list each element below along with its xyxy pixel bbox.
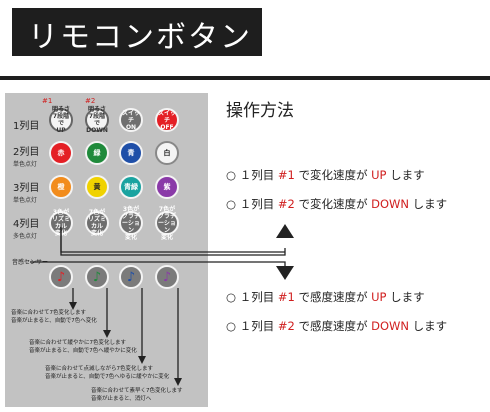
divider <box>0 76 490 80</box>
music-note-icon: ♪ <box>56 269 66 285</box>
arrow-down-icon <box>276 266 294 280</box>
sensor-note-1: 音楽に合わせて7色変化します音楽が止まると、自動で7色へ変化 <box>11 310 97 324</box>
instruction-4: ○ １列目 #2 で感度速度が DOWN します <box>226 319 448 333</box>
seven-color-rhythm-button[interactable]: 7色がリズミカル変化 <box>85 209 109 237</box>
page-title: リモコンボタン <box>28 20 252 55</box>
color-orange-button[interactable]: 橙 <box>49 175 73 199</box>
sensor-note-4: 音楽に合わせて素早く7色変化します音楽が止まると、消灯へ <box>91 388 183 402</box>
sound-sensor-mode-3-button[interactable]: ♪ <box>119 265 143 289</box>
sensor-note-2: 音楽に合わせて緩やかに7色変化します音楽が止まると、自動で7色へ緩やかに変化 <box>29 340 137 354</box>
row-label-4: 4列目多色点灯 <box>13 219 40 240</box>
sound-sensor-mode-2-button[interactable]: ♪ <box>85 265 109 289</box>
color-blue-button[interactable]: 青 <box>119 141 143 165</box>
row-label-3: 3列目単色点灯 <box>13 183 40 204</box>
instruction-2: ○ １列目 #2 で変化速度が DOWN します <box>226 197 448 211</box>
brightness-connector-line <box>60 227 286 256</box>
arrow-down-icon <box>103 330 111 338</box>
color-teal-button[interactable]: 青緑 <box>119 175 143 199</box>
instruction-3: ○ １列目 #1 で感度速度が UP します <box>226 290 425 304</box>
instructions-title: 操作方法 <box>226 101 294 121</box>
title-banner: リモコンボタン <box>12 8 262 56</box>
seven-color-gradation-button[interactable]: 7色がグラデーション変化 <box>155 206 179 241</box>
sensitivity-connector-line <box>30 261 286 270</box>
sensor-note-3: 音楽に合わせて点滅しながら7色変化します音楽が止まると、自動で7色へゆるに緩やか… <box>45 366 170 380</box>
music-note-icon: ♪ <box>126 269 136 285</box>
column-mark-1: #1 <box>42 97 53 105</box>
music-note-icon: ♪ <box>92 269 102 285</box>
color-green-button[interactable]: 緑 <box>85 141 109 165</box>
column-mark-2: #2 <box>85 97 96 105</box>
row-label-2: 2列目単色点灯 <box>13 147 40 168</box>
color-yellow-button[interactable]: 黄 <box>85 175 109 199</box>
sound-sensor-mode-1-button[interactable]: ♪ <box>49 265 73 289</box>
color-red-button[interactable]: 赤 <box>49 141 73 165</box>
music-note-icon: ♪ <box>162 269 172 285</box>
arrow-down-icon <box>138 356 146 364</box>
brightness-connector-line-2 <box>60 227 285 253</box>
color-purple-button[interactable]: 紫 <box>155 175 179 199</box>
arrow-down-icon <box>69 302 77 310</box>
arrow-up-icon <box>276 224 294 238</box>
instruction-1: ○ １列目 #1 で変化速度が UP します <box>226 168 425 182</box>
sound-sensor-mode-4-button[interactable]: ♪ <box>155 265 179 289</box>
three-color-gradation-button[interactable]: 3色がグラデーション変化 <box>119 206 143 241</box>
row-label-1: 1列目 <box>13 121 40 132</box>
color-white-button[interactable]: 白 <box>155 141 179 165</box>
arrow-down-icon <box>174 378 182 386</box>
